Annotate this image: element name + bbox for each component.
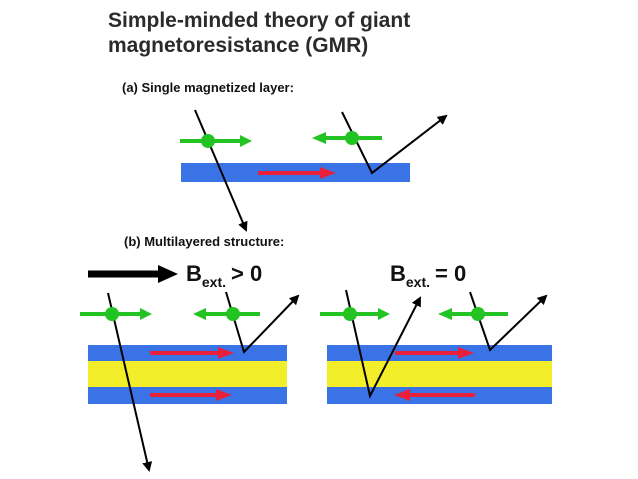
magnetization-arrow (258, 167, 336, 179)
field-relation-right: = 0 (435, 261, 467, 286)
section-b-label: (b) Multilayered structure: (124, 234, 285, 249)
field-symbol-right: B (390, 261, 406, 286)
electron-spin-icon (193, 307, 260, 321)
electron-path-reflected-deep (345, 289, 421, 399)
spacer-layer (327, 361, 552, 387)
field-label-right: Bext.= 0 (390, 262, 466, 294)
electron-path-transmitted (107, 292, 153, 472)
title-line-2: magnetoresistance (GMR) (108, 34, 369, 57)
magnetization-arrow-top (150, 347, 234, 359)
spacer-layer (88, 361, 287, 387)
electron-path-reflected (469, 291, 548, 352)
title-line-1: Simple-minded theory of giant (108, 9, 411, 32)
field-relation-left: > 0 (231, 261, 263, 286)
electron-spin-icon (312, 131, 382, 145)
multilayer-antiparallel-group (320, 289, 552, 404)
electron-spin-icon (438, 307, 508, 321)
multilayer-parallel-group (80, 291, 300, 472)
page-title: Simple-minded theory of giant magnetores… (108, 8, 568, 58)
magnetization-arrow-bottom (150, 389, 232, 401)
field-arrow-icon (88, 265, 178, 283)
electron-spin-icon (180, 134, 252, 148)
electron-spin-icon (320, 307, 390, 321)
field-subscript-left: ext. (201, 274, 227, 290)
magnetization-arrow-top (395, 347, 474, 359)
electron-path-transmitted (194, 109, 248, 232)
field-label-left: Bext.> 0 (186, 262, 262, 294)
section-a-label: (a) Single magnetized layer: (122, 80, 294, 95)
field-symbol-left: B (186, 261, 202, 286)
field-subscript-right: ext. (405, 274, 431, 290)
electron-spin-icon (80, 307, 152, 321)
electron-path-reflected (225, 291, 300, 354)
single-layer-group (180, 109, 448, 232)
magnetization-arrow-bottom (394, 389, 475, 401)
